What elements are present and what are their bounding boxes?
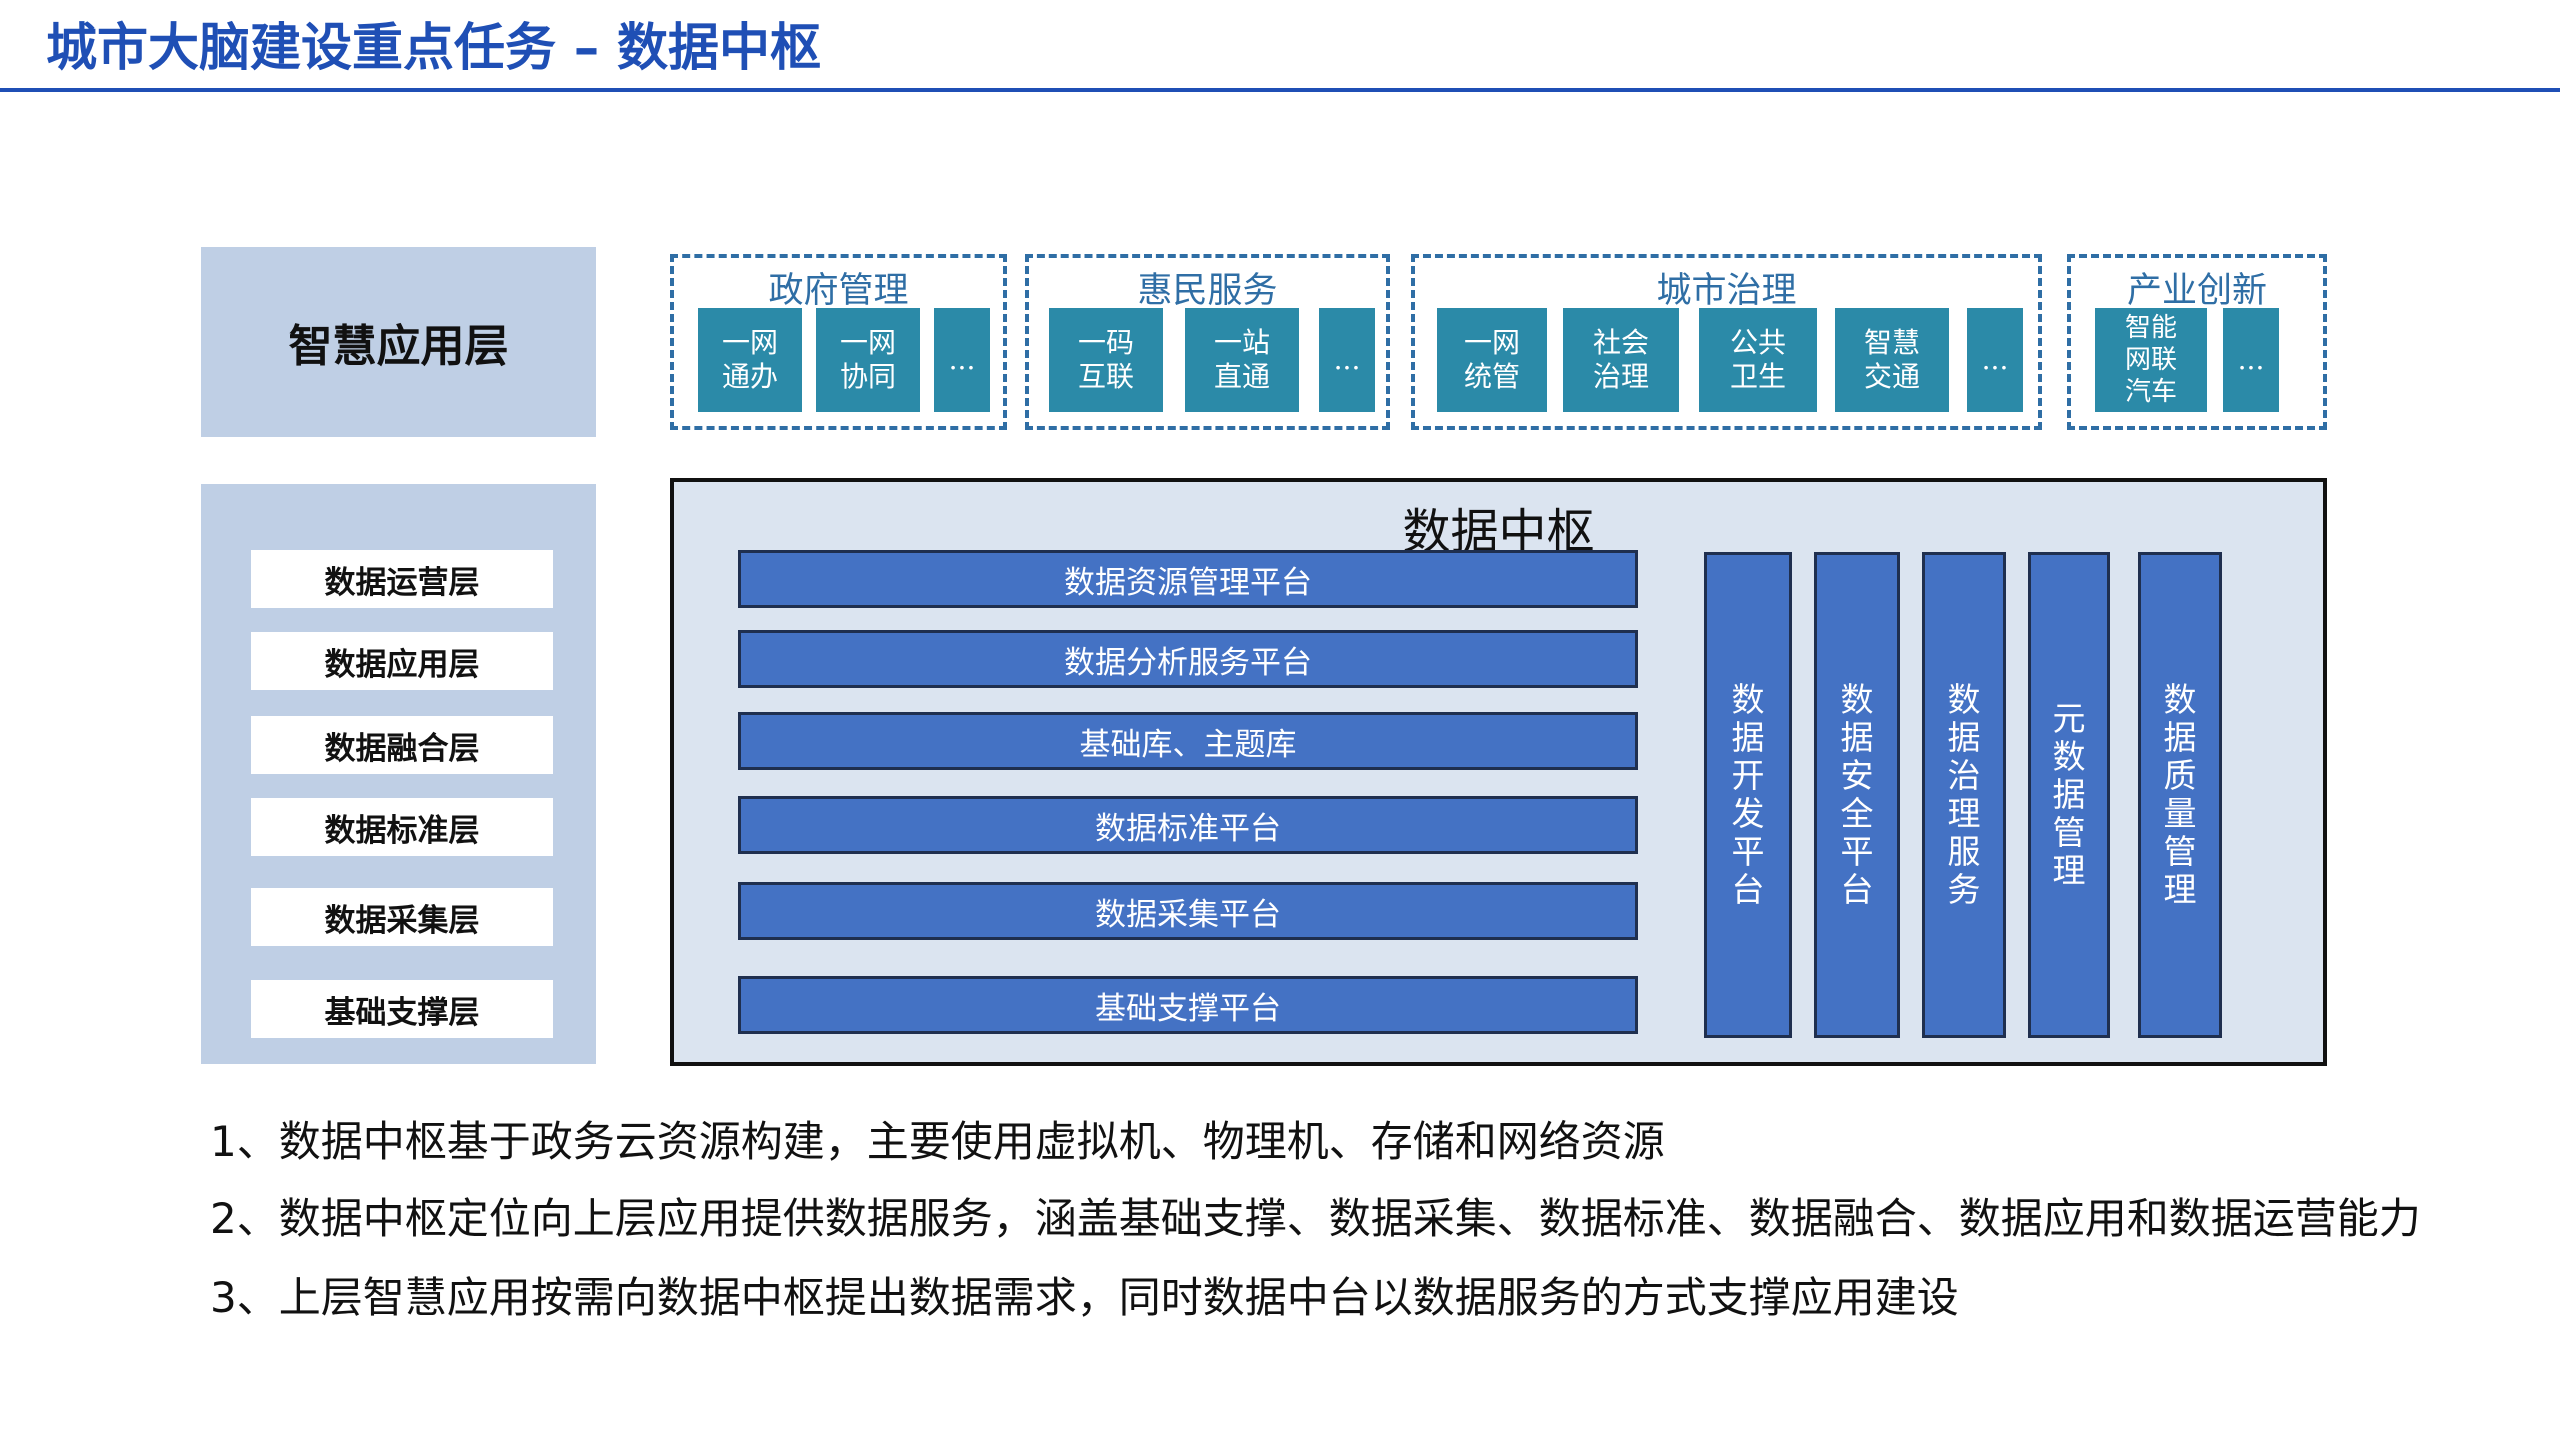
data-hub: 数据中枢 数据资源管理平台 数据分析服务平台 基础库、主题库 数据标准平台 数据… <box>670 478 2327 1066</box>
layer-item-fusion: 数据融合层 <box>251 716 553 774</box>
page-title: 城市大脑建设重点任务 – 数据中枢 <box>46 19 822 78</box>
more-tile: ... <box>934 308 990 412</box>
app-tile: 公共 卫生 <box>1699 308 1817 412</box>
service-column: 数据安全平台 <box>1814 552 1900 1038</box>
app-tile: 智慧 交通 <box>1835 308 1949 412</box>
platform-bar: 数据资源管理平台 <box>738 550 1638 608</box>
app-tile: 社会 治理 <box>1563 308 1679 412</box>
layer-item-infrastructure: 基础支撑层 <box>251 980 553 1038</box>
platform-bar: 数据分析服务平台 <box>738 630 1638 688</box>
service-column: 数据治理服务 <box>1922 552 2006 1038</box>
service-column-label: 数据开发平台 <box>1731 680 1765 909</box>
layer-stack: 数据运营层 数据应用层 数据融合层 数据标准层 数据采集层 基础支撑层 <box>201 484 596 1064</box>
note-line: 2、数据中枢定位向上层应用提供数据服务，涵盖基础支撑、数据采集、数据标准、数据融… <box>210 1194 2421 1243</box>
more-tile: ... <box>1319 308 1375 412</box>
group-title: 惠民服务 <box>1137 271 1278 311</box>
platform-bar: 数据采集平台 <box>738 882 1638 940</box>
app-tile: 智能 网联 汽车 <box>2095 308 2207 412</box>
app-tile: 一网 统管 <box>1437 308 1547 412</box>
service-column: 元数据管理 <box>2028 552 2110 1038</box>
platform-bar: 基础库、主题库 <box>738 712 1638 770</box>
service-column-label: 数据安全平台 <box>1840 680 1874 909</box>
app-tile: 一网 协同 <box>816 308 920 412</box>
service-column: 数据开发平台 <box>1704 552 1792 1038</box>
note-line: 1、数据中枢基于政务云资源构建，主要使用虚拟机、物理机、存储和网络资源 <box>210 1117 1665 1166</box>
app-tile: 一网 通办 <box>698 308 802 412</box>
app-group-public-service: 惠民服务 一码 互联 一站 直通 ... <box>1025 254 1390 430</box>
platform-bar: 基础支撑平台 <box>738 976 1638 1034</box>
app-group-industry: 产业创新 智能 网联 汽车 ... <box>2067 254 2327 430</box>
group-title: 城市治理 <box>1656 271 1797 311</box>
layer-item-application: 数据应用层 <box>251 632 553 690</box>
more-tile: ... <box>2223 308 2279 412</box>
app-group-government: 政府管理 一网 通办 一网 协同 ... <box>670 254 1007 430</box>
note-line: 3、上层智慧应用按需向数据中枢提出数据需求，同时数据中台以数据服务的方式支撑应用… <box>210 1273 1959 1322</box>
title-divider <box>0 88 2560 92</box>
platform-bar: 数据标准平台 <box>738 796 1638 854</box>
service-column-label: 数据治理服务 <box>1947 680 1981 909</box>
layer-item-operations: 数据运营层 <box>251 550 553 608</box>
group-title: 产业创新 <box>2126 271 2267 311</box>
group-title: 政府管理 <box>768 271 909 311</box>
smart-app-layer-label: 智慧应用层 <box>201 247 596 437</box>
layer-item-collection: 数据采集层 <box>251 888 553 946</box>
service-column-label: 数据质量管理 <box>2163 680 2197 909</box>
app-tile: 一站 直通 <box>1185 308 1299 412</box>
more-tile: ... <box>1967 308 2023 412</box>
app-tile: 一码 互联 <box>1049 308 1163 412</box>
service-column-label: 元数据管理 <box>2052 699 2086 890</box>
service-column: 数据质量管理 <box>2138 552 2222 1038</box>
layer-item-standard: 数据标准层 <box>251 798 553 856</box>
app-group-city-governance: 城市治理 一网 统管 社会 治理 公共 卫生 智慧 交通 ... <box>1411 254 2042 430</box>
